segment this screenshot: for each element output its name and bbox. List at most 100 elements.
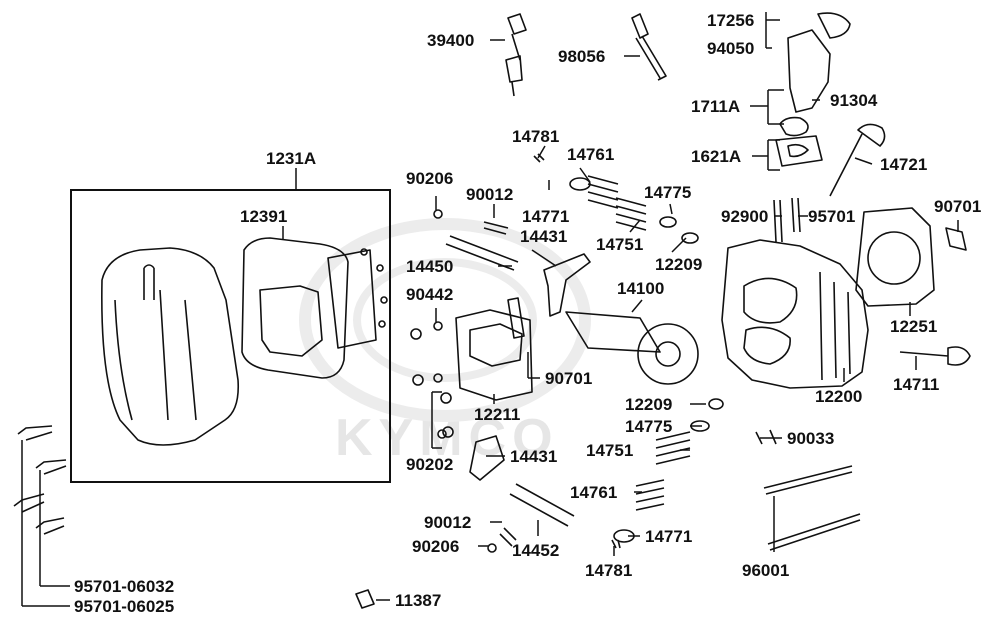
cam-sprocket-hub [655,341,681,367]
exhaust-valve [899,346,971,366]
nut [440,392,452,404]
part-label: 11387 [395,591,442,610]
washer [433,321,443,331]
part-label: 14771 [522,207,570,226]
part-label: 12251 [890,317,938,336]
part-label: 14721 [880,155,928,174]
leader-17256-94050 [765,12,780,49]
part-label: 14450 [406,257,454,276]
leader-14775a [669,203,673,215]
head-gasket-bore [867,231,921,285]
rocker-shaft [445,235,519,271]
cover-breather [143,264,155,300]
cylinder-head-cover [101,247,240,446]
part-label: 90206 [412,537,460,556]
valve-seal [708,398,724,410]
cover-pin [360,248,368,256]
cover-rib [114,289,197,421]
part-label: 14781 [585,561,633,580]
valve-spring [655,431,691,465]
bolt [17,425,53,441]
dowel [433,209,443,219]
dowel [945,227,967,251]
part-label: 95701-06025 [74,597,175,616]
nut [410,328,422,340]
cylinder-head-port [743,277,798,324]
rocker-arm [469,435,505,481]
cylinder-head [721,239,869,389]
cover-pin [376,264,384,272]
adjust-nut [487,543,497,553]
temp-sensor [505,13,527,97]
cylinder-head-fins [819,271,851,381]
part-label: 14775 [644,183,692,202]
spark-plug [631,13,667,81]
leader-95701-06032 [39,470,70,587]
adjust-screw [483,221,509,235]
part-label: 94050 [707,39,755,58]
part-label: 1621A [691,147,742,166]
part-label: 90012 [466,185,514,204]
part-label: 90206 [406,169,454,188]
part-label: 95701-06032 [74,577,175,596]
spring-seat [690,420,710,432]
leader-14431a [531,249,557,267]
part-label: 90442 [406,285,454,304]
part-label: 14751 [586,441,634,460]
leader-14781a [537,145,546,159]
cover-gasket [241,237,349,379]
part-label: 12391 [240,207,288,226]
rocker-holder-bore [469,323,523,367]
part-label: 90701 [934,197,982,216]
leader-14100 [631,299,643,313]
part-label: 14452 [512,541,560,560]
cotter [533,153,545,163]
part-label: 17256 [707,11,755,30]
part-label: 90033 [787,429,835,448]
part-label: 96001 [742,561,790,580]
bolt [13,493,45,513]
leader-1711A [750,89,820,125]
part-label: 14775 [625,417,673,436]
washer [437,429,447,439]
hose-clip [355,589,375,609]
part-label: 14431 [520,227,568,246]
spring-seat [569,177,591,191]
part-label: 39400 [427,31,475,50]
rocker-arm [543,253,591,317]
bolt [35,459,67,475]
part-label: 14781 [512,127,560,146]
cotter [611,539,621,549]
cover-pin [378,320,386,328]
part-label: 1231A [266,149,317,168]
leader-95701-06025 [21,440,70,607]
rocker-holder [455,309,533,401]
stud-bolt [767,513,861,551]
part-label: 98056 [558,47,606,66]
cover-assembly-frame [70,189,391,483]
head-bolt [791,197,801,233]
adjust-screw [499,527,517,547]
part-label: 12209 [655,255,703,274]
part-label: 91304 [830,91,878,110]
part-label: 12209 [625,395,673,414]
cover-gasket-inner [259,285,323,357]
part-label: 14431 [510,447,558,466]
nut [442,426,454,438]
cam-sprocket [637,323,699,385]
leader-14751a [629,219,641,233]
leader-1621A [752,139,780,171]
cylinder-head-port [743,326,791,365]
spring-seat [659,216,677,228]
part-label: 12211 [474,405,521,424]
spring-seat [613,529,635,543]
intake-valve [829,123,886,197]
valve-spring [615,197,647,231]
valve-spring [635,479,665,511]
cover-plate [327,249,377,349]
part-label: 90701 [545,369,593,388]
part-label: 12200 [815,387,863,406]
intake-gasket [779,116,809,137]
insulator [775,135,823,167]
